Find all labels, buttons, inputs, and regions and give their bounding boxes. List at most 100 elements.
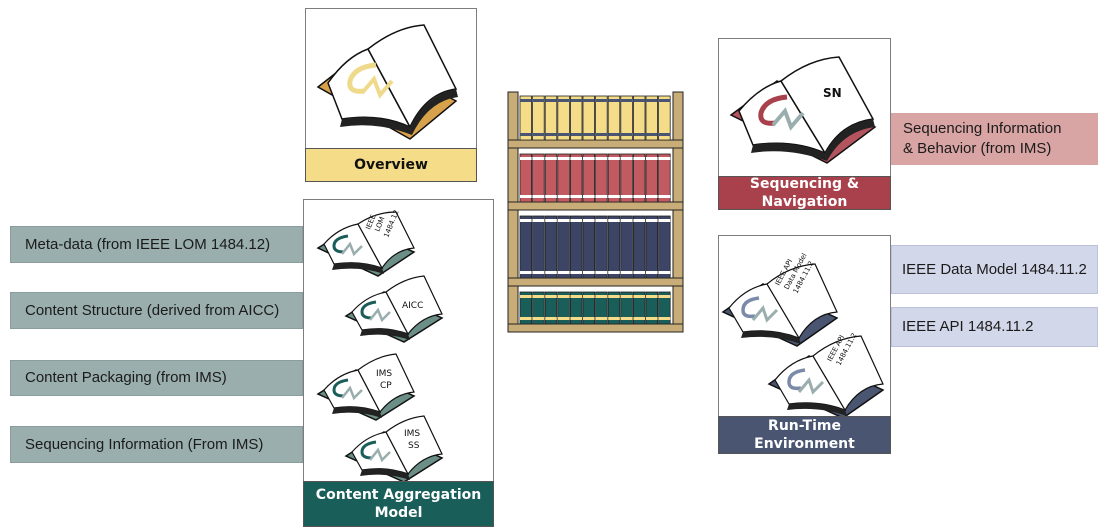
book-spine-band: [608, 271, 620, 274]
book-spine-band: [595, 317, 608, 320]
book-spine: [532, 153, 545, 203]
book-spine-band: [633, 317, 645, 320]
book-spine: [645, 95, 659, 141]
book-spine-band: [532, 317, 545, 320]
book-spine-band: [658, 133, 671, 136]
book-spine-band: [583, 317, 595, 320]
rte-book-data-model-icon: IEEE API Data Model 1484.11.2: [721, 252, 839, 347]
bookshelf-icon: [507, 91, 684, 333]
shelf-row-1: [519, 95, 671, 141]
shelf-row-3: [519, 215, 671, 279]
book-spine-band: [520, 195, 532, 198]
book-spine-band: [620, 219, 633, 222]
book-spine-band: [658, 99, 671, 102]
book-spine: [570, 95, 583, 141]
book-spine: [519, 153, 533, 203]
book-spine-band: [583, 157, 595, 160]
shelf-row-4: [519, 291, 671, 325]
book-spine-band: [658, 271, 671, 274]
book-spine-band: [570, 133, 582, 136]
book-spine-band: [557, 99, 570, 102]
book-spine-band: [583, 195, 595, 198]
cam-caption: Content Aggregation Model: [303, 481, 494, 527]
book-spine: [544, 291, 558, 325]
book-spine-band: [633, 271, 645, 274]
book-spine: [595, 215, 608, 279]
book-spine-band: [633, 219, 645, 222]
book-spine: [582, 95, 596, 141]
book-spine-band: [570, 317, 582, 320]
book-spine: [519, 95, 533, 141]
book-spine: [582, 153, 596, 203]
book-spine: [658, 215, 671, 279]
svg-text:SN: SN: [823, 86, 842, 100]
book-spine-band: [557, 157, 570, 160]
book-spine-band: [570, 157, 582, 160]
book-spine-band: [658, 157, 671, 160]
book-spine-band: [520, 133, 532, 136]
book-spine-band: [570, 295, 582, 298]
book-spine-band: [633, 133, 645, 136]
book-spine-band: [595, 295, 608, 298]
cam-book-aicc-icon: AICC: [344, 275, 444, 343]
book-spine-band: [646, 317, 658, 320]
book-spine: [570, 215, 583, 279]
label-content-structure: Content Structure (derived from AICC): [10, 292, 303, 329]
book-spine: [658, 153, 671, 203]
book-spine: [532, 291, 545, 325]
book-spine-band: [557, 317, 570, 320]
book-spine-band: [557, 195, 570, 198]
book-spine-band: [646, 219, 658, 222]
book-spine-band: [646, 99, 658, 102]
book-spine: [607, 215, 621, 279]
book-spine-band: [620, 271, 633, 274]
book-spine-band: [520, 219, 532, 222]
book-spine-band: [658, 317, 671, 320]
book-spine: [557, 215, 570, 279]
svg-text:AICC: AICC: [402, 301, 423, 311]
cam-panel: IEEE LOM 1484.12 AICC IMS CP: [303, 199, 494, 527]
book-spine-band: [646, 133, 658, 136]
book-spine-band: [658, 295, 671, 298]
label-meta-data: Meta-data (from IEEE LOM 1484.12): [10, 226, 303, 263]
book-spine-band: [570, 219, 582, 222]
book-spine: [595, 153, 608, 203]
svg-text:IMS: IMS: [376, 369, 392, 379]
book-spine: [633, 153, 646, 203]
book-spine-band: [532, 99, 545, 102]
cam-book-lom-icon: IEEE LOM 1484.12: [316, 209, 416, 277]
book-spine-band: [570, 271, 582, 274]
book-spine-band: [557, 133, 570, 136]
book-spine: [620, 95, 633, 141]
book-spine: [620, 215, 633, 279]
book-spine-band: [646, 195, 658, 198]
overview-caption: Overview: [305, 148, 477, 182]
book-spine-band: [557, 295, 570, 298]
book-spine-band: [532, 295, 545, 298]
book-spine: [607, 291, 621, 325]
book-spine-band: [633, 99, 645, 102]
book-spine: [633, 95, 646, 141]
book-spine-band: [608, 295, 620, 298]
book-spine-band: [620, 295, 633, 298]
book-spine-band: [595, 133, 608, 136]
label-sequencing-behavior: Sequencing Information & Behavior (from …: [891, 113, 1098, 165]
book-spine-band: [608, 99, 620, 102]
book-spine-band: [545, 317, 557, 320]
book-spine: [532, 95, 545, 141]
book-spine-band: [595, 99, 608, 102]
book-spine: [620, 153, 633, 203]
book-spine-band: [583, 295, 595, 298]
book-spine-band: [658, 219, 671, 222]
book-spine-band: [545, 99, 557, 102]
book-spine: [645, 291, 659, 325]
book-spine-band: [520, 295, 532, 298]
book-spine: [544, 153, 558, 203]
book-spine-band: [646, 271, 658, 274]
book-spine-band: [532, 157, 545, 160]
book-spine: [607, 95, 621, 141]
book-spine-band: [583, 271, 595, 274]
overview-panel: Overview: [305, 8, 477, 182]
book-spine: [519, 291, 533, 325]
book-spine-band: [595, 195, 608, 198]
